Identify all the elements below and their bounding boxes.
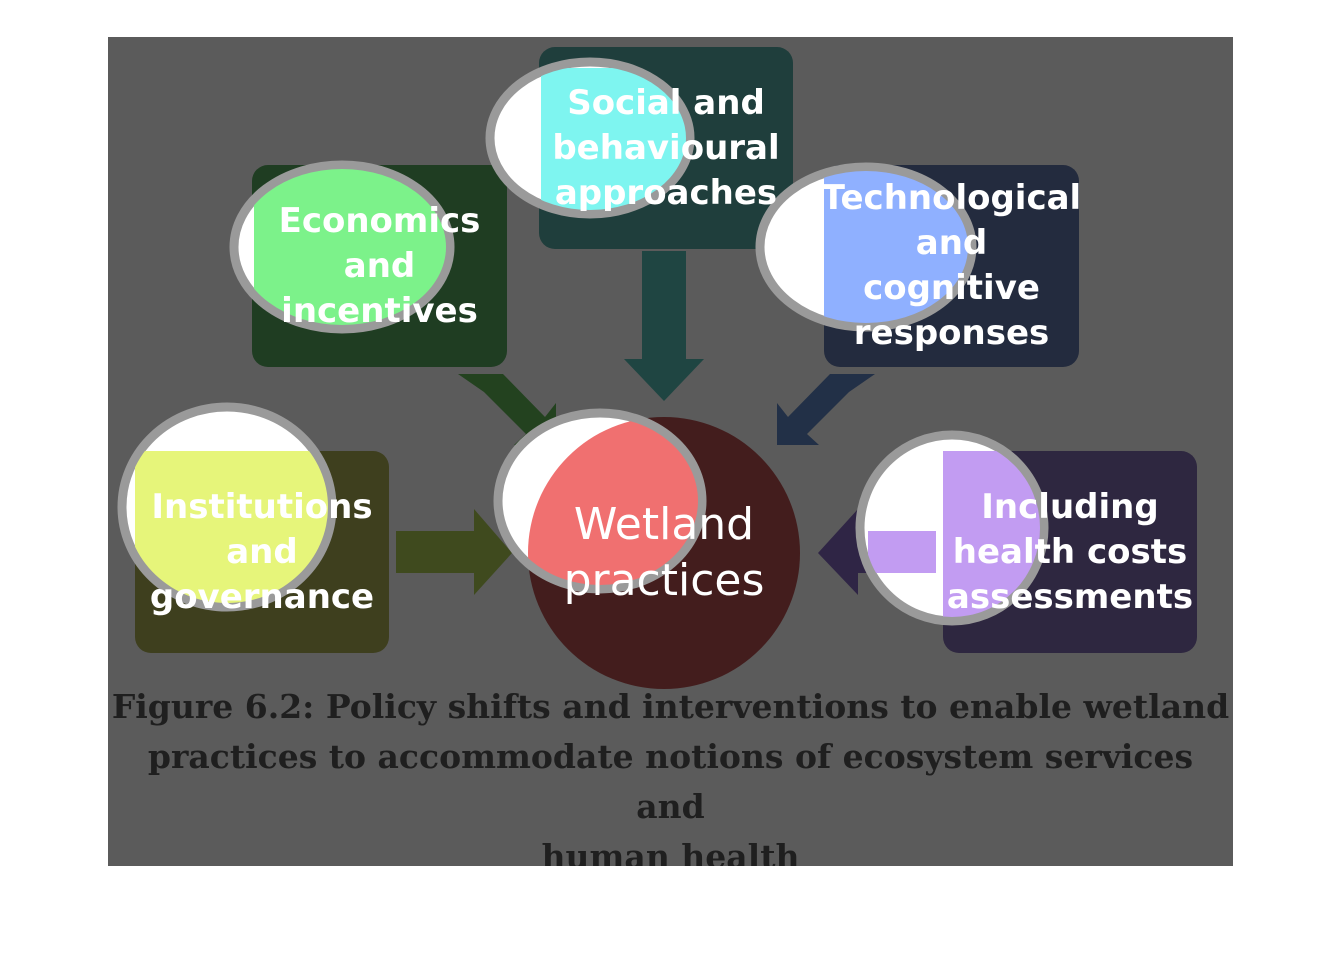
arrow-economics-to-center <box>458 374 556 445</box>
caption-line-2: practices to accommodate notions of ecos… <box>147 737 1194 826</box>
highlight-center <box>493 408 707 594</box>
caption-line-3: human health <box>541 837 800 866</box>
diagram-canvas: Social and behavioural approaches Econom… <box>108 37 1233 866</box>
highlight-health <box>855 430 1049 626</box>
economics-label: Economics and incentives <box>278 200 481 331</box>
institutions-label: Institutions and governance <box>149 486 375 617</box>
highlight-social <box>485 57 695 219</box>
social-label: Social and behavioural approaches <box>552 82 780 213</box>
technological-label: Technological and cognitive responses <box>821 178 1082 353</box>
arrow-technological-to-center <box>777 374 875 445</box>
center-label: Wetland practices <box>563 499 765 606</box>
arrow-social-to-center <box>624 251 704 401</box>
figure-caption: Figure 6.2: Policy shifts and interventi… <box>108 682 1233 866</box>
arrow-institutions-to-center <box>396 509 512 595</box>
diagram-graphics <box>117 57 1049 689</box>
caption-line-1: Figure 6.2: Policy shifts and interventi… <box>111 687 1230 726</box>
highlight-technological <box>755 162 977 332</box>
health-label: Including health costs assessments <box>946 486 1194 617</box>
